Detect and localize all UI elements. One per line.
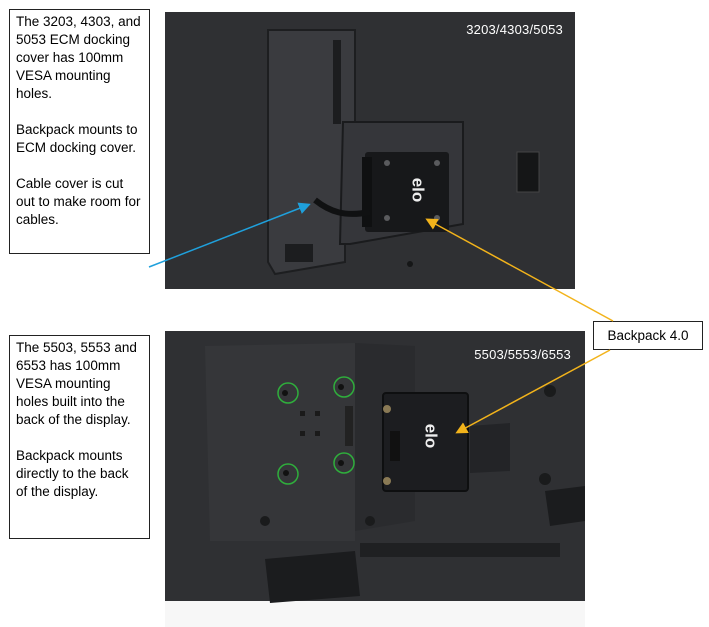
cable-cover-arrow: [148, 202, 311, 268]
top-display-photo: 3203/4303/5053 elo: [165, 12, 575, 289]
top-display-illustration: [165, 12, 575, 289]
backpack-bottom-arrow: [455, 349, 611, 434]
vesa-hole-marker-1: [277, 382, 299, 404]
bottom-display-photo: 5503/5553/6553 elo: [165, 331, 585, 627]
backpack-device-bottom: [382, 392, 469, 492]
backpack-top-arrow: [425, 218, 614, 322]
top-description-para-1: The 3203, 4303, and 5053 ECM docking cov…: [16, 14, 141, 101]
bottom-display-illustration: [165, 331, 585, 627]
bottom-model-label: 5503/5553/6553: [474, 347, 571, 362]
bottom-description-box: The 5503, 5553 and 6553 has 100mm VESA m…: [9, 335, 150, 539]
bottom-description-para-2: Backpack mounts directly to the back of …: [16, 448, 129, 499]
top-description-box: The 3203, 4303, and 5053 ECM docking cov…: [9, 9, 150, 254]
top-model-label: 3203/4303/5053: [466, 22, 563, 37]
vesa-hole-marker-2: [333, 376, 355, 398]
vesa-hole-marker-4: [333, 452, 355, 474]
top-description-para-3: Cable cover is cut out to make room for …: [16, 176, 141, 227]
bottom-description-para-1: The 5503, 5553 and 6553 has 100mm VESA m…: [16, 340, 137, 427]
top-description-para-2: Backpack mounts to ECM docking cover.: [16, 122, 138, 155]
vesa-hole-marker-3: [277, 463, 299, 485]
backpack-callout: Backpack 4.0: [593, 321, 703, 350]
backpack-device-top: [365, 152, 449, 232]
